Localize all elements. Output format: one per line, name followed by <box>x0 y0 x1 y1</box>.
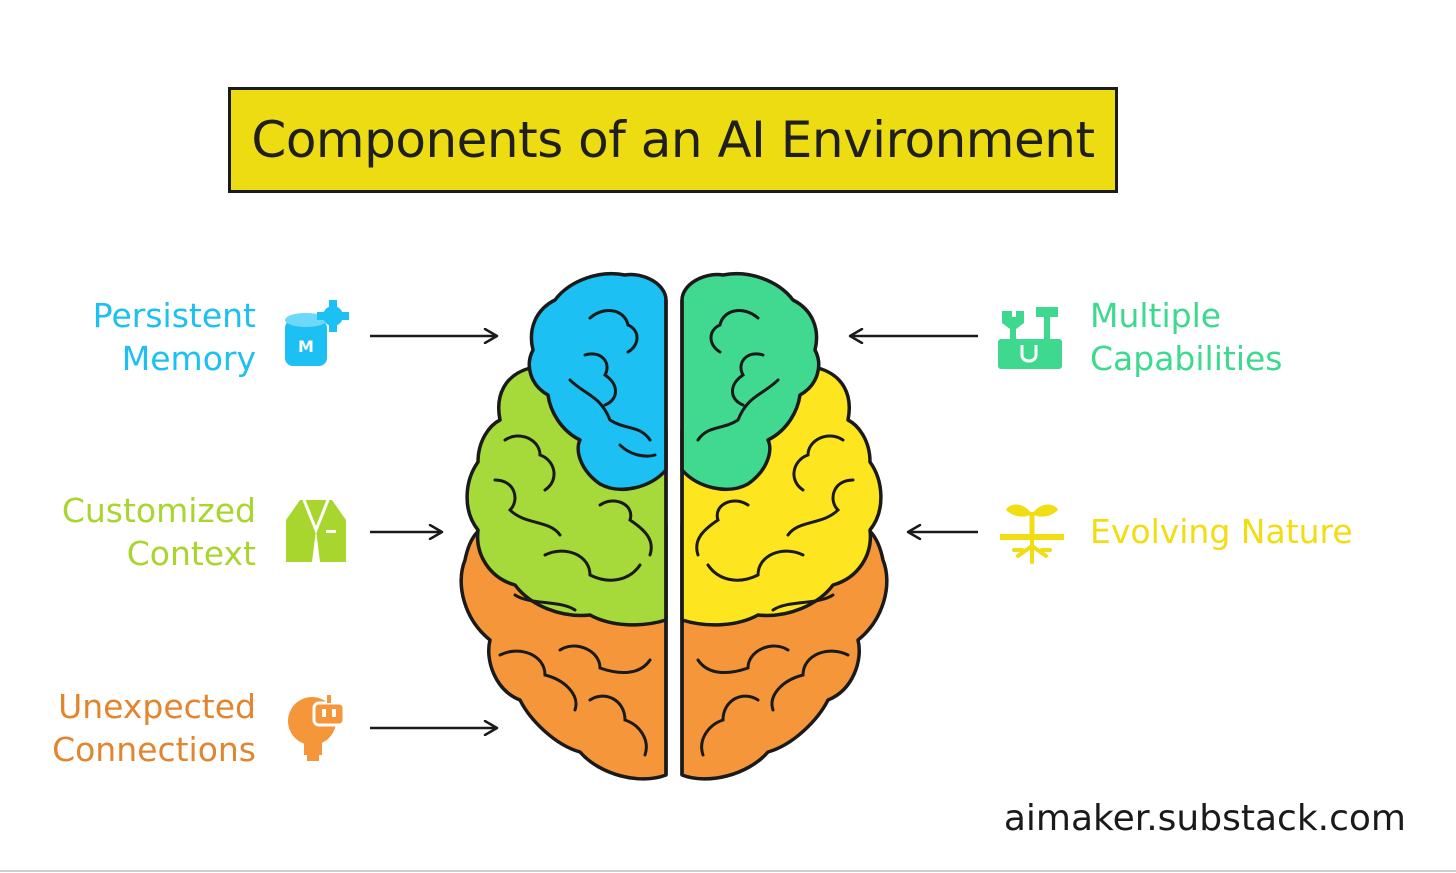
label-line: Context <box>126 534 256 573</box>
right-hemisphere <box>680 272 889 781</box>
footer-url: aimaker.substack.com <box>1003 798 1406 839</box>
brain-folds <box>493 309 855 757</box>
label-line: Connections <box>52 730 256 769</box>
label-multiple-capabilities: Multiple Capabilities <box>1090 294 1283 380</box>
label-line: Customized <box>61 491 256 530</box>
label-evolving-nature: Evolving Nature <box>1090 510 1353 553</box>
label-persistent-memory: Persistent Memory <box>93 294 256 380</box>
label-line: Persistent <box>92 296 256 335</box>
label-unexpected-connections: Unexpected Connections <box>52 685 256 771</box>
title-box: Components of an AI Environment <box>228 87 1118 193</box>
label-line: Memory <box>121 339 256 378</box>
label-line: Evolving Nature <box>1090 512 1353 551</box>
arrows <box>370 336 978 728</box>
robot-lightbulb-icon <box>288 695 346 761</box>
label-line: Unexpected <box>58 687 256 726</box>
label-line: Multiple <box>1090 296 1222 335</box>
sprout-icon <box>1000 504 1064 564</box>
diagram-title: Components of an AI Environment <box>251 111 1095 169</box>
svg-text:M: M <box>298 337 314 356</box>
label-line: Capabilities <box>1090 339 1283 378</box>
label-customized-context: Customized Context <box>62 489 256 575</box>
suit-jacket-icon <box>286 499 346 562</box>
divider <box>0 870 1456 872</box>
toolbox-icon <box>998 307 1062 369</box>
left-hemisphere <box>459 272 668 781</box>
memory-jar-icon: M <box>285 300 349 366</box>
